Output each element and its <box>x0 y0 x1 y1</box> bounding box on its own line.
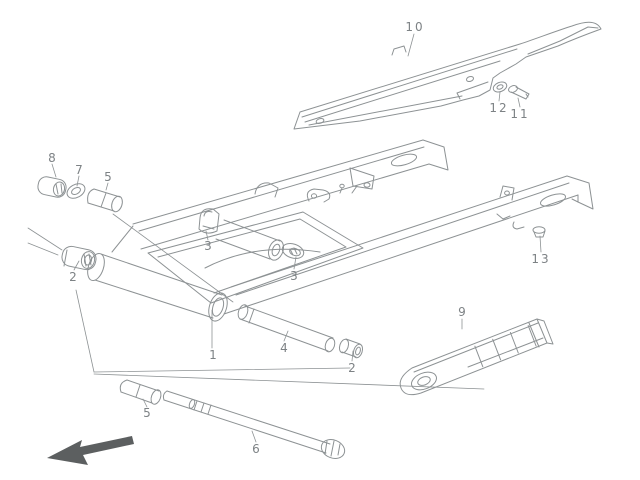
collar-upper-drawing <box>87 188 123 213</box>
guard-hole <box>315 117 325 125</box>
part-label-3-left: 3 <box>204 239 212 253</box>
washer-drawing <box>492 81 508 93</box>
part-label-1: 1 <box>209 348 217 362</box>
spacer-left-drawing <box>61 245 97 271</box>
part-label-2-left: 2 <box>69 270 77 284</box>
part-label-7: 7 <box>75 163 83 177</box>
pivot-shaft-drawing <box>237 304 336 353</box>
direction-arrow <box>47 436 134 465</box>
clip-drawing <box>532 226 546 238</box>
collar-lower-drawing <box>119 379 162 405</box>
leader-lines <box>27 33 542 443</box>
bushing-right-drawing <box>281 243 305 259</box>
spacer-right-drawing <box>338 338 364 359</box>
part-label-10: 10 <box>405 20 424 34</box>
part-label-9: 9 <box>458 305 466 319</box>
axle-slot <box>390 153 418 167</box>
axle-slot <box>539 193 567 207</box>
part-label-3-right: 3 <box>290 269 298 283</box>
part-label-4: 4 <box>280 341 288 355</box>
bushing-left-drawing <box>198 208 220 234</box>
part-label-6: 6 <box>252 442 260 456</box>
part-label-13: 13 <box>531 252 550 266</box>
axle-drawing <box>162 390 346 459</box>
part-label-5-upper: 5 <box>104 170 112 184</box>
chain-guard-drawing <box>293 21 602 130</box>
swingarm-drawing <box>87 139 594 322</box>
ring-drawing <box>66 183 86 199</box>
guard-hole <box>465 75 475 83</box>
part-label-12: 12 <box>489 101 508 115</box>
part-label-8: 8 <box>48 151 56 165</box>
part-label-11: 11 <box>510 107 529 121</box>
chain-buffer-drawing <box>399 318 554 396</box>
part-label-2-right: 2 <box>348 361 356 375</box>
bolt-drawing <box>508 85 530 100</box>
part-label-5-lower: 5 <box>143 406 151 420</box>
cap-drawing <box>37 176 67 198</box>
